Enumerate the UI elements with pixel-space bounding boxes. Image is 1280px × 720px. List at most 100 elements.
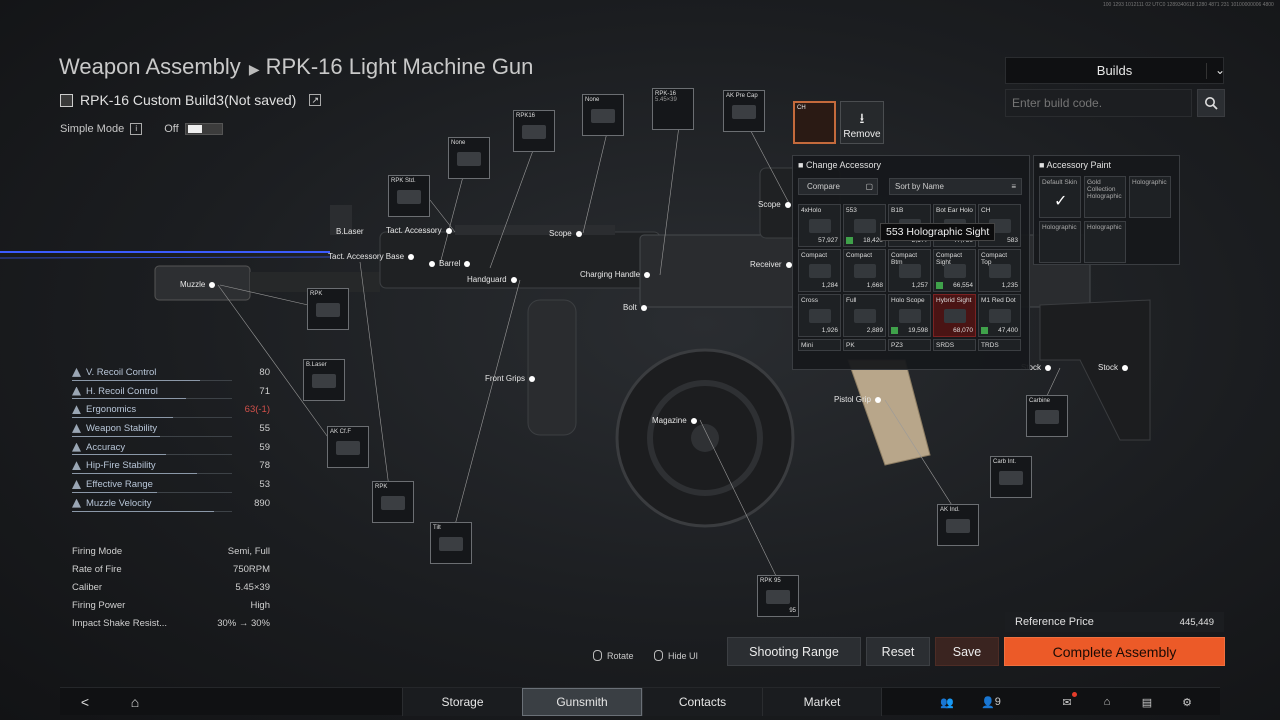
accessory-item[interactable]: PK bbox=[843, 339, 886, 351]
save-button[interactable]: Save bbox=[935, 637, 999, 666]
tab-contacts[interactable]: Contacts bbox=[642, 688, 762, 716]
thumb-tilt[interactable]: Tilt bbox=[430, 522, 472, 564]
accessory-item[interactable]: Mini bbox=[798, 339, 841, 351]
info-icon[interactable]: i bbox=[130, 123, 143, 135]
panel-title: ■ Change Accessory bbox=[798, 160, 881, 170]
hotspot-dot-icon[interactable] bbox=[408, 253, 415, 260]
tab-gunsmith[interactable]: Gunsmith bbox=[522, 688, 642, 716]
builds-dropdown[interactable]: Builds ⌄ bbox=[1005, 57, 1225, 84]
sort-dropdown[interactable]: Sort by Name≡ bbox=[889, 178, 1022, 195]
label-magazine[interactable]: Magazine bbox=[652, 416, 697, 425]
complete-assembly-button[interactable]: Complete Assembly bbox=[1004, 637, 1225, 666]
home-icon[interactable]: ⌂ bbox=[130, 694, 140, 710]
thumb-rpk-muzzle[interactable]: RPK bbox=[307, 288, 349, 330]
mail-icon[interactable]: ✉ bbox=[1052, 688, 1082, 716]
label-charging-handle[interactable]: Charging Handle bbox=[580, 270, 651, 279]
thumb-rpk16[interactable]: RPK16 bbox=[513, 110, 555, 152]
label-tact-accessory[interactable]: Tact. Accessory bbox=[386, 226, 452, 235]
reset-button[interactable]: Reset bbox=[866, 637, 930, 666]
hotspot-dot-icon[interactable] bbox=[644, 271, 651, 278]
breadcrumb-root[interactable]: Weapon Assembly bbox=[59, 54, 241, 79]
paint-item[interactable]: Gold Collection Holographic bbox=[1084, 176, 1126, 218]
label-handguard[interactable]: Handguard bbox=[467, 275, 517, 284]
accessory-name: M1 Red Dot bbox=[981, 297, 1016, 304]
label-scope-2[interactable]: Scope bbox=[758, 200, 791, 209]
compare-button[interactable]: Compare▢ bbox=[798, 178, 878, 195]
label-stock-2[interactable]: Stock bbox=[1098, 363, 1129, 372]
label-scope[interactable]: Scope bbox=[549, 229, 582, 238]
tasks-icon[interactable]: ▤ bbox=[1141, 696, 1153, 709]
paint-item[interactable]: Holographic bbox=[1039, 221, 1081, 263]
back-icon[interactable]: < bbox=[80, 694, 90, 710]
hotspot-dot-icon[interactable] bbox=[1045, 364, 1052, 371]
label-bolt[interactable]: Bolt bbox=[623, 303, 647, 312]
thumb-rpk-barrel[interactable]: RPK bbox=[372, 481, 414, 523]
shooting-range-button[interactable]: Shooting Range bbox=[727, 637, 861, 666]
hotspot-dot-icon[interactable] bbox=[445, 227, 452, 234]
hotspot-dot-icon[interactable] bbox=[529, 375, 536, 382]
thumb-ak-ind[interactable]: AK Ind. bbox=[937, 504, 979, 546]
search-button[interactable] bbox=[1197, 89, 1225, 117]
thumb-b-laser[interactable]: B.Laser bbox=[303, 359, 345, 401]
accessory-item[interactable]: TRDS bbox=[978, 339, 1021, 351]
friends-icon[interactable]: 👤9 bbox=[981, 696, 1001, 709]
simple-mode-toggle[interactable] bbox=[184, 123, 223, 135]
thumb-carbine[interactable]: Carbine bbox=[1026, 395, 1068, 437]
hotspot-dot-icon[interactable] bbox=[209, 281, 216, 288]
label-front-grips[interactable]: Front Grips bbox=[485, 374, 536, 383]
rename-icon[interactable]: ↗ bbox=[309, 94, 322, 106]
tab-storage[interactable]: Storage bbox=[402, 688, 522, 716]
thumb-ak-cf[interactable]: AK Cf.F bbox=[327, 426, 369, 468]
label-tact-accessory-base[interactable]: Tact. Accessory Base bbox=[328, 252, 415, 261]
thumb-none-1[interactable]: None bbox=[448, 137, 490, 179]
hotspot-dot-icon[interactable] bbox=[510, 276, 517, 283]
tab-market[interactable]: Market bbox=[762, 688, 882, 716]
label-pistol-grip[interactable]: Pistol Grip bbox=[834, 395, 881, 404]
accessory-item[interactable]: SRDS bbox=[933, 339, 976, 351]
hotspot-dot-icon[interactable] bbox=[785, 261, 792, 268]
thumb-ak-pre-cap[interactable]: AK Pre Cap bbox=[723, 90, 765, 132]
paint-item[interactable]: Holographic bbox=[1084, 221, 1126, 263]
label-b-laser[interactable]: B.Laser bbox=[336, 227, 364, 236]
thumb-rpk-std[interactable]: RPK Std. bbox=[388, 175, 430, 217]
paint-item[interactable]: Holographic bbox=[1129, 176, 1171, 218]
shop-icon[interactable]: ⌂ bbox=[1103, 696, 1111, 708]
label-barrel[interactable]: Barrel bbox=[429, 259, 471, 268]
settings-gear-icon[interactable]: ⚙ bbox=[1182, 696, 1192, 709]
paint-item[interactable]: Default Skin✓ bbox=[1039, 176, 1081, 218]
accessory-item[interactable]: PZ3 bbox=[888, 339, 931, 351]
hotspot-dot-icon[interactable] bbox=[464, 260, 471, 267]
hotspot-dot-icon[interactable] bbox=[575, 230, 582, 237]
label-muzzle[interactable]: Muzzle bbox=[180, 280, 216, 289]
hotspot-dot-icon[interactable] bbox=[429, 260, 435, 267]
build-code-input[interactable] bbox=[1005, 89, 1192, 117]
hotspot-dot-icon[interactable] bbox=[784, 201, 791, 208]
label-stock[interactable]: Stock bbox=[1021, 363, 1052, 372]
hotspot-dot-icon[interactable] bbox=[690, 417, 697, 424]
hotspot-dot-icon[interactable] bbox=[874, 396, 881, 403]
hotspot-dot-icon[interactable] bbox=[1122, 364, 1129, 371]
label-receiver[interactable]: Receiver bbox=[750, 260, 792, 269]
hotspot-dot-icon[interactable] bbox=[640, 304, 647, 311]
thumb-none-2[interactable]: None bbox=[582, 94, 624, 136]
remove-button[interactable]: ⭳ Remove bbox=[840, 101, 884, 144]
squad-icon[interactable]: 👥 bbox=[940, 696, 954, 709]
thumb-carb-int[interactable]: Carb Int. bbox=[990, 456, 1032, 498]
selected-accessory-thumb[interactable]: CH bbox=[793, 101, 836, 144]
